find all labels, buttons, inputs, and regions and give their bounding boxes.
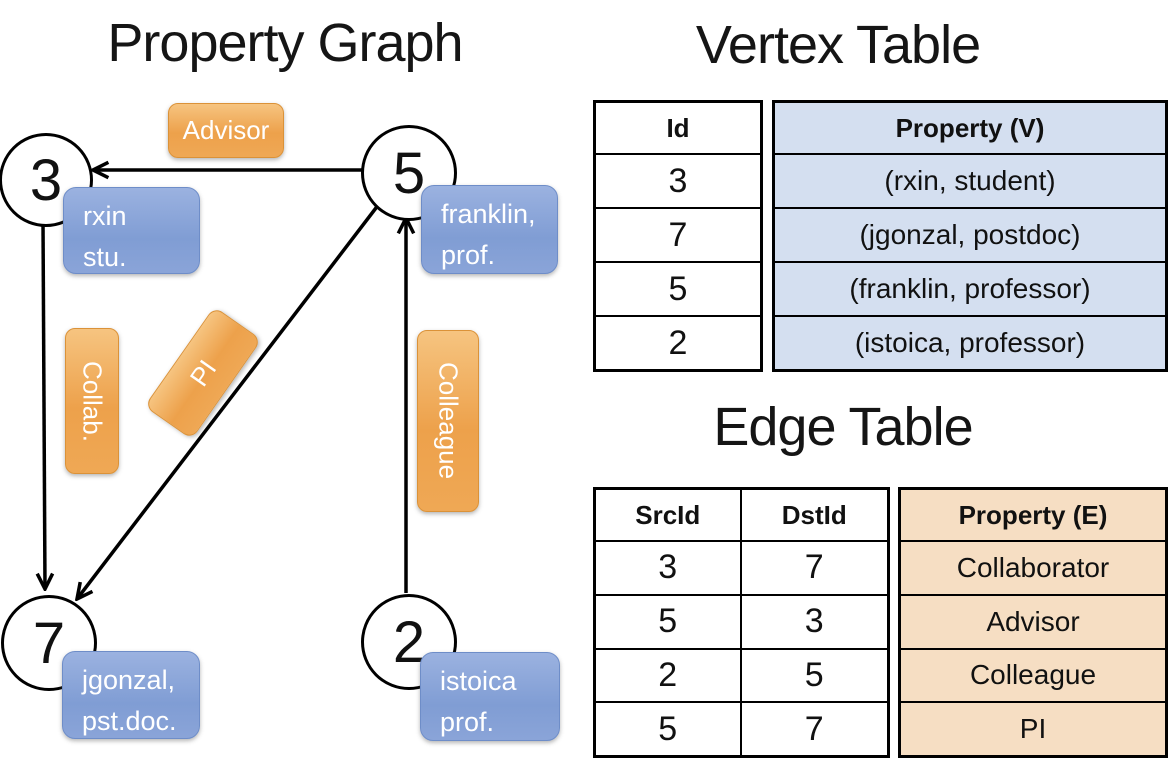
table-cell: 3: [596, 540, 742, 594]
table-cell: 7: [596, 207, 760, 261]
table-cell: 2: [596, 647, 742, 702]
table-cell: (jgonzal, postdoc): [775, 207, 1165, 261]
vertex-label-5-line2: prof.: [441, 239, 496, 270]
table-cell: Advisor: [901, 593, 1165, 648]
vertex-label-7-line2: pst.doc.: [82, 705, 177, 736]
edge-table-title: Edge Table: [713, 397, 973, 457]
edge-srcid-header: SrcId: [596, 490, 742, 540]
table-cell: 7: [741, 540, 887, 594]
vertex-property-table: Property (V) (rxin, student) (jgonzal, p…: [772, 100, 1168, 372]
table-cell: Colleague: [901, 647, 1165, 702]
property-graph-title: Property Graph: [107, 13, 463, 73]
edge-label-collab: Collab.: [65, 328, 119, 474]
edge-3-to-7: [43, 220, 45, 589]
table-cell: (franklin, professor): [775, 261, 1165, 315]
edge-ids-table: SrcId DstId 3 7 5 3 2 5 5 7: [593, 487, 890, 758]
vertex-label-2-line2: prof.: [440, 706, 495, 737]
node-7-id: 7: [32, 610, 66, 676]
edge-label-advisor: Advisor: [168, 103, 284, 158]
edge-5-to-7: [77, 202, 381, 599]
vertex-label-3: rxin stu.: [63, 187, 200, 274]
table-cell: 2: [596, 315, 760, 369]
edge-dstid-header: DstId: [781, 499, 847, 530]
vertex-label-5-line1: franklin,: [441, 199, 536, 229]
table-cell: 3: [741, 593, 887, 648]
node-2-id: 2: [392, 609, 426, 675]
vertex-id-table: Id 3 7 5 2: [593, 100, 763, 372]
vertex-label-7-line1: jgonzal,: [82, 665, 176, 695]
table-cell: (rxin, student): [775, 153, 1165, 207]
table-cell: 5: [741, 647, 887, 702]
table-cell: Collaborator: [901, 540, 1165, 594]
vertex-id-header: Id: [666, 112, 690, 143]
node-2: 2: [361, 594, 457, 690]
table-cell: 5: [596, 593, 742, 648]
vertex-label-3-line2: stu.: [83, 241, 127, 272]
vertex-label-3-line1: rxin: [83, 201, 127, 231]
edge-property-header: Property (E): [958, 499, 1108, 530]
edge-label-colleague: Colleague: [417, 330, 479, 512]
node-3-id: 3: [29, 147, 63, 213]
edge-property-table: Property (E) Collaborator Advisor Collea…: [898, 487, 1168, 758]
vertex-label-2: istoica prof.: [420, 652, 560, 741]
table-cell: 7: [741, 701, 887, 755]
table-cell: 3: [596, 153, 760, 207]
vertex-property-header: Property (V): [895, 112, 1045, 143]
table-cell: 5: [596, 701, 742, 755]
vertex-label-7: jgonzal, pst.doc.: [62, 651, 200, 739]
node-5-id: 5: [392, 140, 426, 206]
vertex-label-2-line1: istoica: [440, 666, 517, 696]
table-cell: 5: [596, 261, 760, 315]
table-cell: PI: [901, 701, 1165, 755]
table-cell: (istoica, professor): [775, 315, 1165, 369]
vertex-label-5: franklin, prof.: [421, 185, 558, 274]
vertex-table-title: Vertex Table: [695, 15, 981, 75]
graph-edges: [0, 0, 585, 760]
